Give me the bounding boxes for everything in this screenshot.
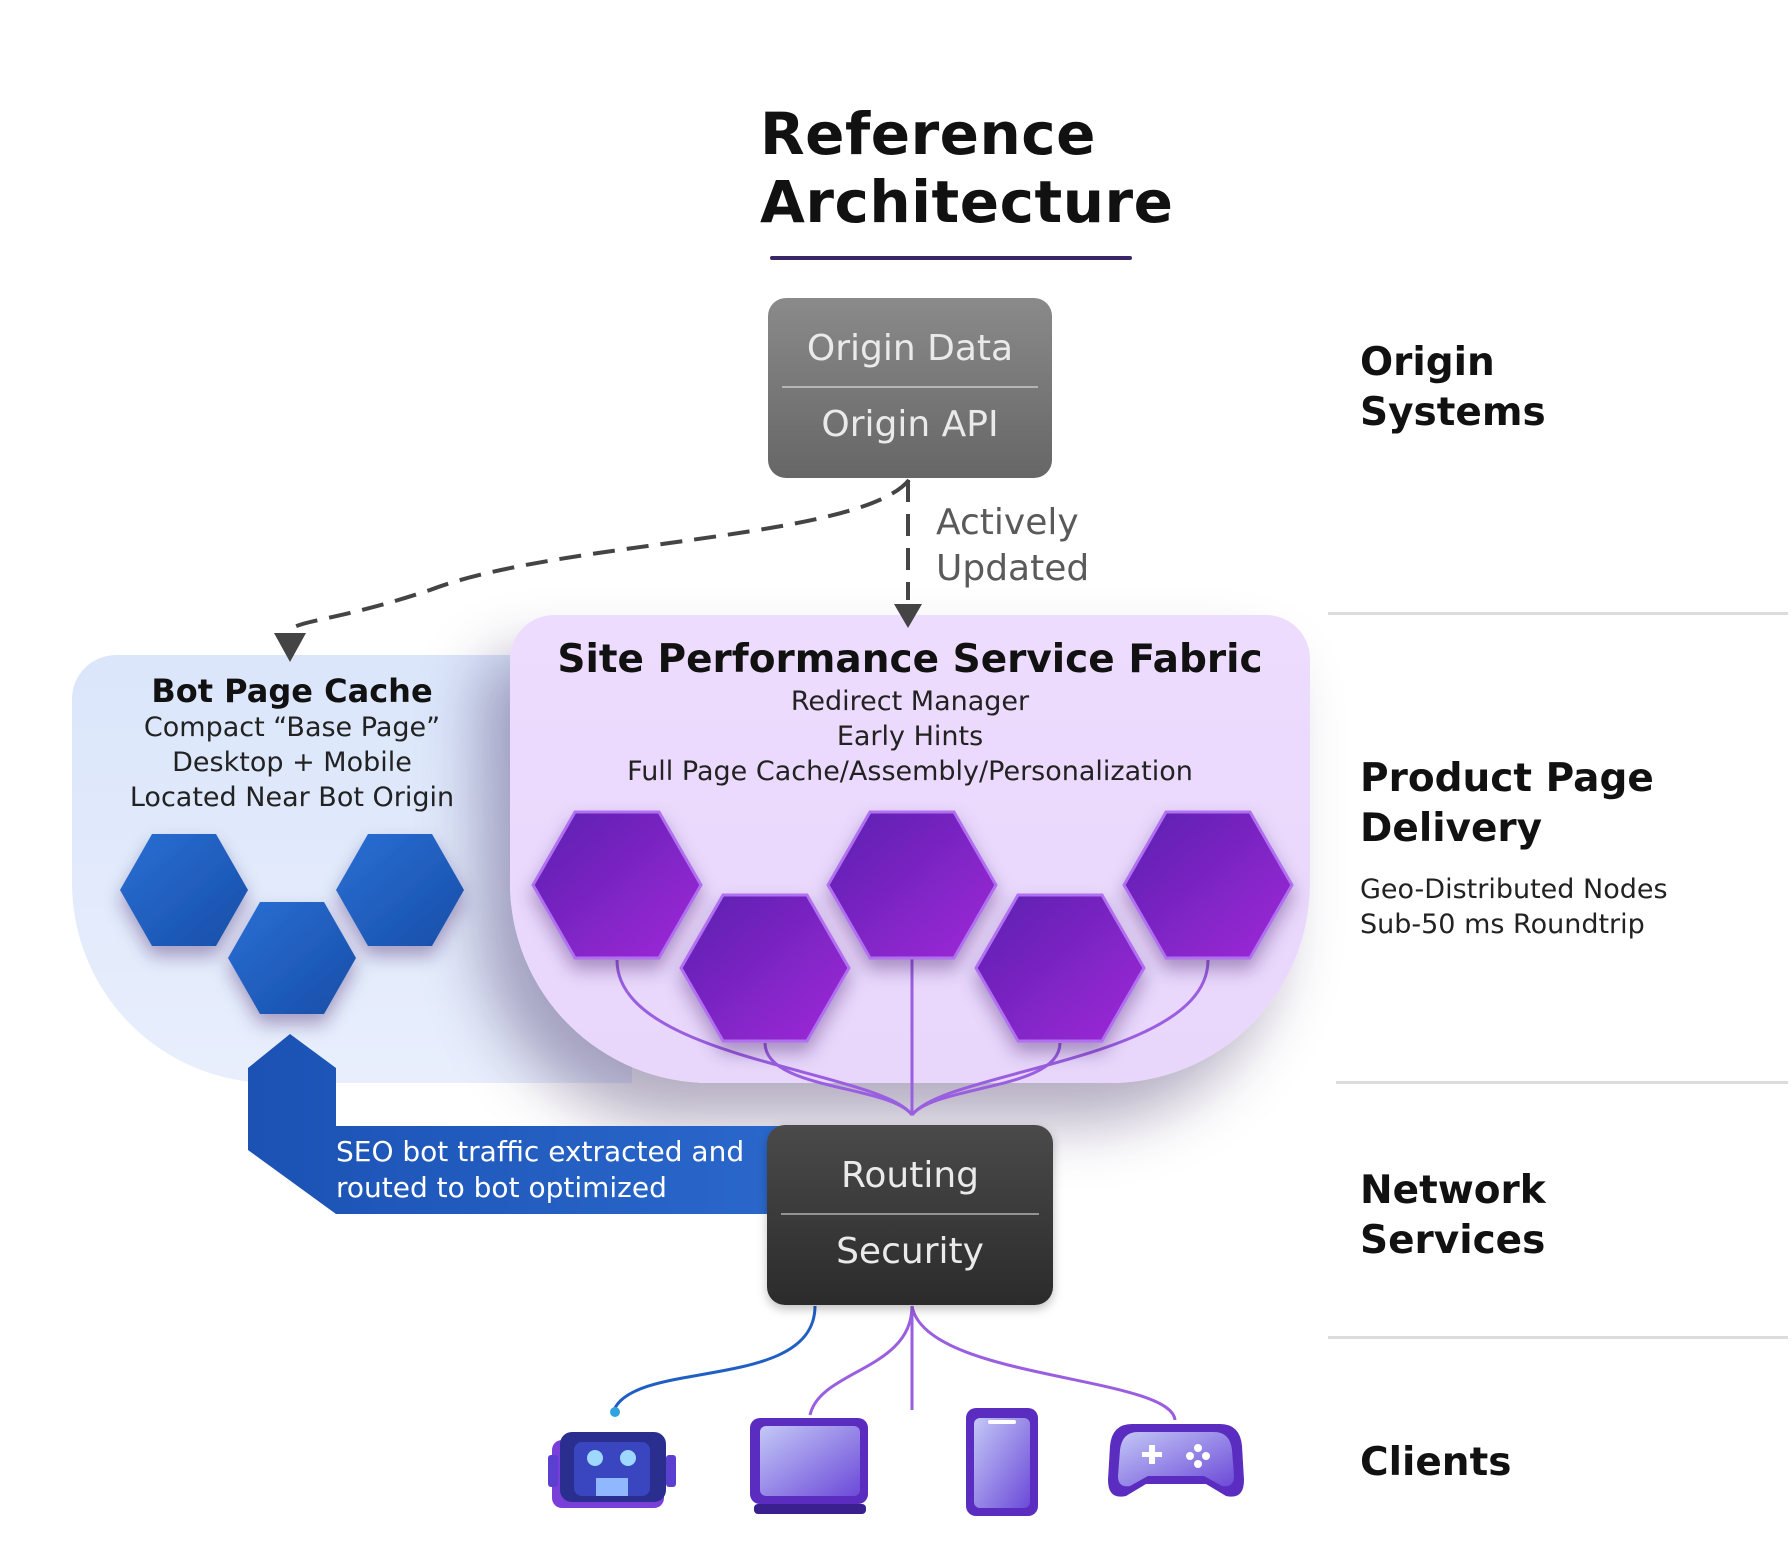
tier-origin-systems: Origin Systems [1360, 338, 1546, 438]
bot-cache-heading: Bot Page Cache [151, 672, 433, 710]
title-line-1: Reference [760, 100, 1097, 168]
fabric-node-2 [679, 893, 851, 1043]
tier-dividers [1328, 612, 1788, 1339]
bot-cache-update-arrow [288, 478, 911, 632]
fabric-node-1 [531, 810, 703, 960]
tier-delivery-sub-2: Sub-50 ms Roundtrip [1360, 909, 1645, 940]
seo-routing-note: SEO bot traffic extracted and routed to … [336, 1134, 776, 1242]
tier-network-services: Network Services [1360, 1166, 1546, 1266]
service-fabric-line: Early Hints [836, 721, 984, 752]
tier-delivery-line-1: Product Page [1360, 756, 1654, 801]
service-fabric-description: Site Performance Service Fabric Redirect… [530, 636, 1290, 789]
routing-label: Routing [840, 1155, 980, 1196]
network-services-box: Routing Security [767, 1125, 1053, 1305]
robot-icon [548, 1432, 676, 1508]
fabric-arrowhead [894, 604, 922, 628]
bot-node-3 [228, 902, 356, 1014]
tier-clients-line-1: Clients [1360, 1440, 1512, 1485]
client-connectors [613, 1305, 1177, 1421]
update-note-line-2: Updated [936, 548, 1090, 589]
tier-clients: Clients [1360, 1438, 1511, 1488]
fabric-node-3 [826, 810, 998, 960]
tier-origin-line-1: Origin [1360, 340, 1495, 385]
desktop-icon [750, 1418, 868, 1514]
mobile-icon [966, 1408, 1038, 1516]
title-line-2: Architecture [760, 168, 1174, 236]
tier-delivery-line-2: Delivery [1360, 806, 1543, 851]
page-title: Reference Architecture [760, 100, 1180, 236]
update-note-line-1: Actively [936, 502, 1079, 543]
bot-cache-description: Bot Page Cache Compact “Base Page” Deskt… [112, 672, 472, 815]
origin-data-label: Origin Data [806, 328, 1014, 369]
bot-cache-line: Desktop + Mobile [172, 747, 412, 778]
seo-note-line-1: SEO bot traffic extracted and [336, 1135, 745, 1168]
tier-origin-line-2: Systems [1360, 390, 1546, 435]
fabric-node-5 [1122, 810, 1294, 960]
origin-systems-box: Origin Data Origin API [768, 298, 1052, 478]
service-fabric-line: Full Page Cache/Assembly/Personalization [627, 756, 1193, 787]
fabric-connectors [615, 958, 1210, 1117]
bot-cache-nodes [120, 834, 464, 1014]
bot-cache-line: Compact “Base Page” [143, 712, 441, 743]
tier-network-line-2: Services [1360, 1218, 1546, 1263]
service-fabric-heading: Site Performance Service Fabric [557, 637, 1263, 682]
tier-delivery-sub-1: Geo-Distributed Nodes [1360, 874, 1668, 905]
bot-cache-line: Located Near Bot Origin [129, 782, 455, 813]
origin-api-label: Origin API [821, 404, 999, 445]
security-label: Security [836, 1231, 984, 1272]
network-separator [781, 1213, 1039, 1215]
bot-node-2 [336, 834, 464, 946]
gamepad-icon [1108, 1424, 1244, 1497]
fabric-node-4 [974, 893, 1146, 1043]
tier-product-page-delivery: Product Page Delivery Geo-Distributed No… [1360, 754, 1668, 942]
bot-node-1 [120, 834, 248, 946]
tier-network-line-1: Network [1360, 1168, 1546, 1213]
origin-separator [782, 386, 1038, 388]
update-note: Actively Updated [936, 500, 1089, 592]
fabric-nodes [531, 810, 1294, 1043]
bot-connector-dot [610, 1407, 620, 1417]
seo-note-line-2: routed to bot optimized servers. [336, 1171, 667, 1240]
bot-cache-arrowhead [274, 633, 306, 662]
title-underline [770, 256, 1132, 260]
service-fabric-line: Redirect Manager [790, 686, 1030, 717]
update-arrows [288, 478, 911, 632]
seo-route-band [248, 1034, 790, 1214]
